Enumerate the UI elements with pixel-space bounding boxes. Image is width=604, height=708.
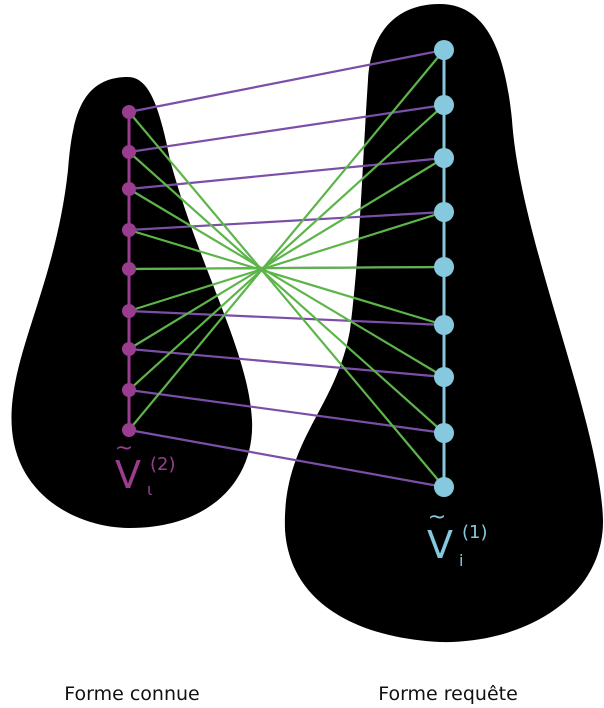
left-vertex	[122, 182, 136, 196]
right-label-superscript: (1)	[462, 522, 488, 543]
left-vertex	[122, 383, 136, 397]
right-vertex	[434, 315, 454, 335]
right-vertex	[434, 257, 454, 277]
left-shape-caption: Forme connue	[64, 683, 199, 705]
right-label-subscript: i	[459, 551, 463, 570]
left-label-symbol: V	[115, 453, 141, 497]
right-vertex	[434, 202, 454, 222]
right-vertex	[434, 148, 454, 168]
left-vertex	[122, 145, 136, 159]
left-vertex	[122, 262, 136, 276]
left-vertex	[122, 423, 136, 437]
left-label-superscript: (2)	[150, 454, 176, 475]
right-vertex	[434, 423, 454, 443]
right-vertex	[434, 95, 454, 115]
right-vertex	[434, 477, 454, 497]
left-vertex	[122, 342, 136, 356]
right-vertex	[434, 40, 454, 60]
left-vertex-chain	[122, 105, 136, 437]
left-label-subscript: ι	[147, 480, 152, 499]
right-vertex	[434, 367, 454, 387]
left-vertex	[122, 304, 136, 318]
right-shape-caption: Forme requête	[378, 683, 518, 705]
right-vertex-chain	[434, 40, 454, 497]
left-vertex	[122, 105, 136, 119]
right-label-symbol: V	[427, 523, 453, 567]
left-vertex	[122, 223, 136, 237]
